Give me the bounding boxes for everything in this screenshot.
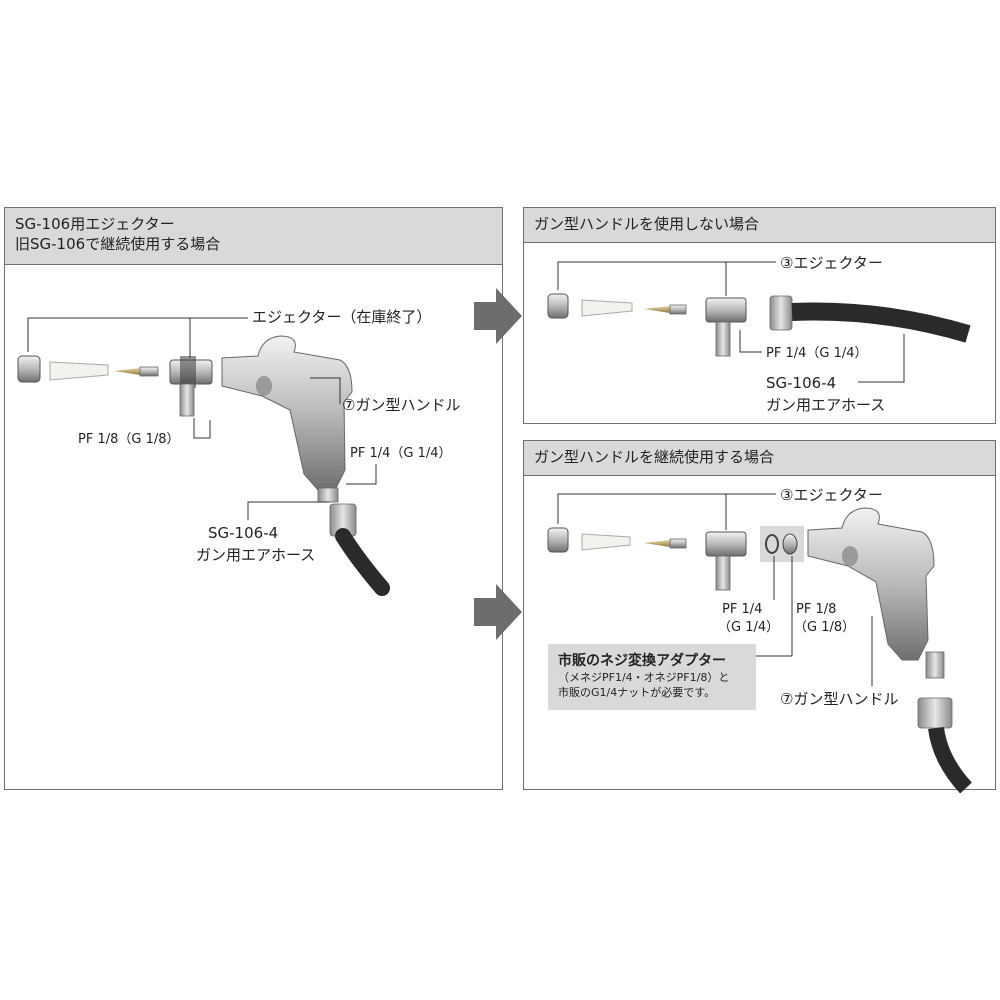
left-pf18-label: PF 1/8（G 1/8） (78, 432, 180, 447)
tr-air-hose (769, 295, 971, 343)
arrow-right-icon (474, 584, 522, 640)
br-needle (644, 538, 687, 549)
bottom-right-panel-header: ガン型ハンドルを継続使用する場合 (524, 441, 995, 476)
top-right-panel-title: ガン型ハンドルを使用しない場合 (534, 215, 760, 233)
br-gun-handle (807, 507, 945, 679)
tr-ejector-body (705, 297, 747, 357)
left-cap-nut (17, 355, 41, 383)
br-pf14-label-a: PF 1/4 (722, 602, 763, 617)
left-panel-header: SG-106用エジェクター 旧SG-106で継続使用する場合 (5, 208, 502, 265)
br-cap-nut (547, 527, 569, 553)
left-gun-handle (221, 335, 353, 503)
tr-ceramic-nozzle (581, 299, 633, 317)
left-panel-title-line2: 旧SG-106で継続使用する場合 (15, 235, 221, 253)
left-gun-handle-label: ⑦ガン型ハンドル (342, 396, 461, 414)
br-ejector-body (705, 531, 747, 591)
br-pf14-label-b: （G 1/4） (718, 620, 780, 635)
br-ceramic-nozzle (581, 533, 631, 551)
left-air-hose (329, 503, 390, 596)
arrow-right-icon (474, 288, 522, 344)
br-adapter-highlight (760, 526, 804, 562)
left-ejector-body (169, 356, 213, 417)
left-hose-name-label: ガン用エアホース (196, 546, 316, 564)
adapter-note: 市販のネジ変換アダプター （メネジPF1/4・オネジPF1/8）と 市販のG1/… (548, 644, 756, 710)
left-panel-title-line1: SG-106用エジェクター (15, 215, 175, 233)
tr-hose-code-label: SG-106-4 (766, 374, 837, 392)
left-needle (114, 366, 159, 377)
tr-ejector-label: ③エジェクター (780, 254, 883, 272)
left-hose-code-label: SG-106-4 (208, 524, 279, 542)
br-pf18-label-b: （G 1/8） (794, 620, 856, 635)
adapter-note-title: 市販のネジ変換アダプター (558, 653, 726, 669)
bottom-right-panel-title: ガン型ハンドルを継続使用する場合 (534, 448, 775, 466)
br-pf18-label-a: PF 1/8 (796, 602, 837, 617)
left-ceramic-nozzle (49, 361, 109, 381)
left-pf14-label: PF 1/4（G 1/4） (350, 446, 452, 461)
tr-hose-name-label: ガン用エアホース (766, 396, 886, 414)
br-air-hose (917, 697, 972, 794)
tr-pf14-label: PF 1/4（G 1/4） (766, 346, 868, 361)
tr-needle (644, 304, 687, 315)
br-ejector-label: ③エジェクター (780, 486, 883, 504)
adapter-note-line1: （メネジPF1/4・オネジPF1/8）と (558, 671, 730, 684)
left-panel: SG-106用エジェクター 旧SG-106で継続使用する場合 (4, 207, 503, 790)
br-gun-handle-label: ⑦ガン型ハンドル (780, 690, 899, 708)
left-ejector-label: エジェクター（在庫終了） (252, 308, 432, 326)
tr-cap-nut (547, 293, 569, 319)
adapter-note-line2: 市販のG1/4ナットが必要です。 (558, 686, 716, 699)
top-right-panel-header: ガン型ハンドルを使用しない場合 (524, 208, 995, 243)
